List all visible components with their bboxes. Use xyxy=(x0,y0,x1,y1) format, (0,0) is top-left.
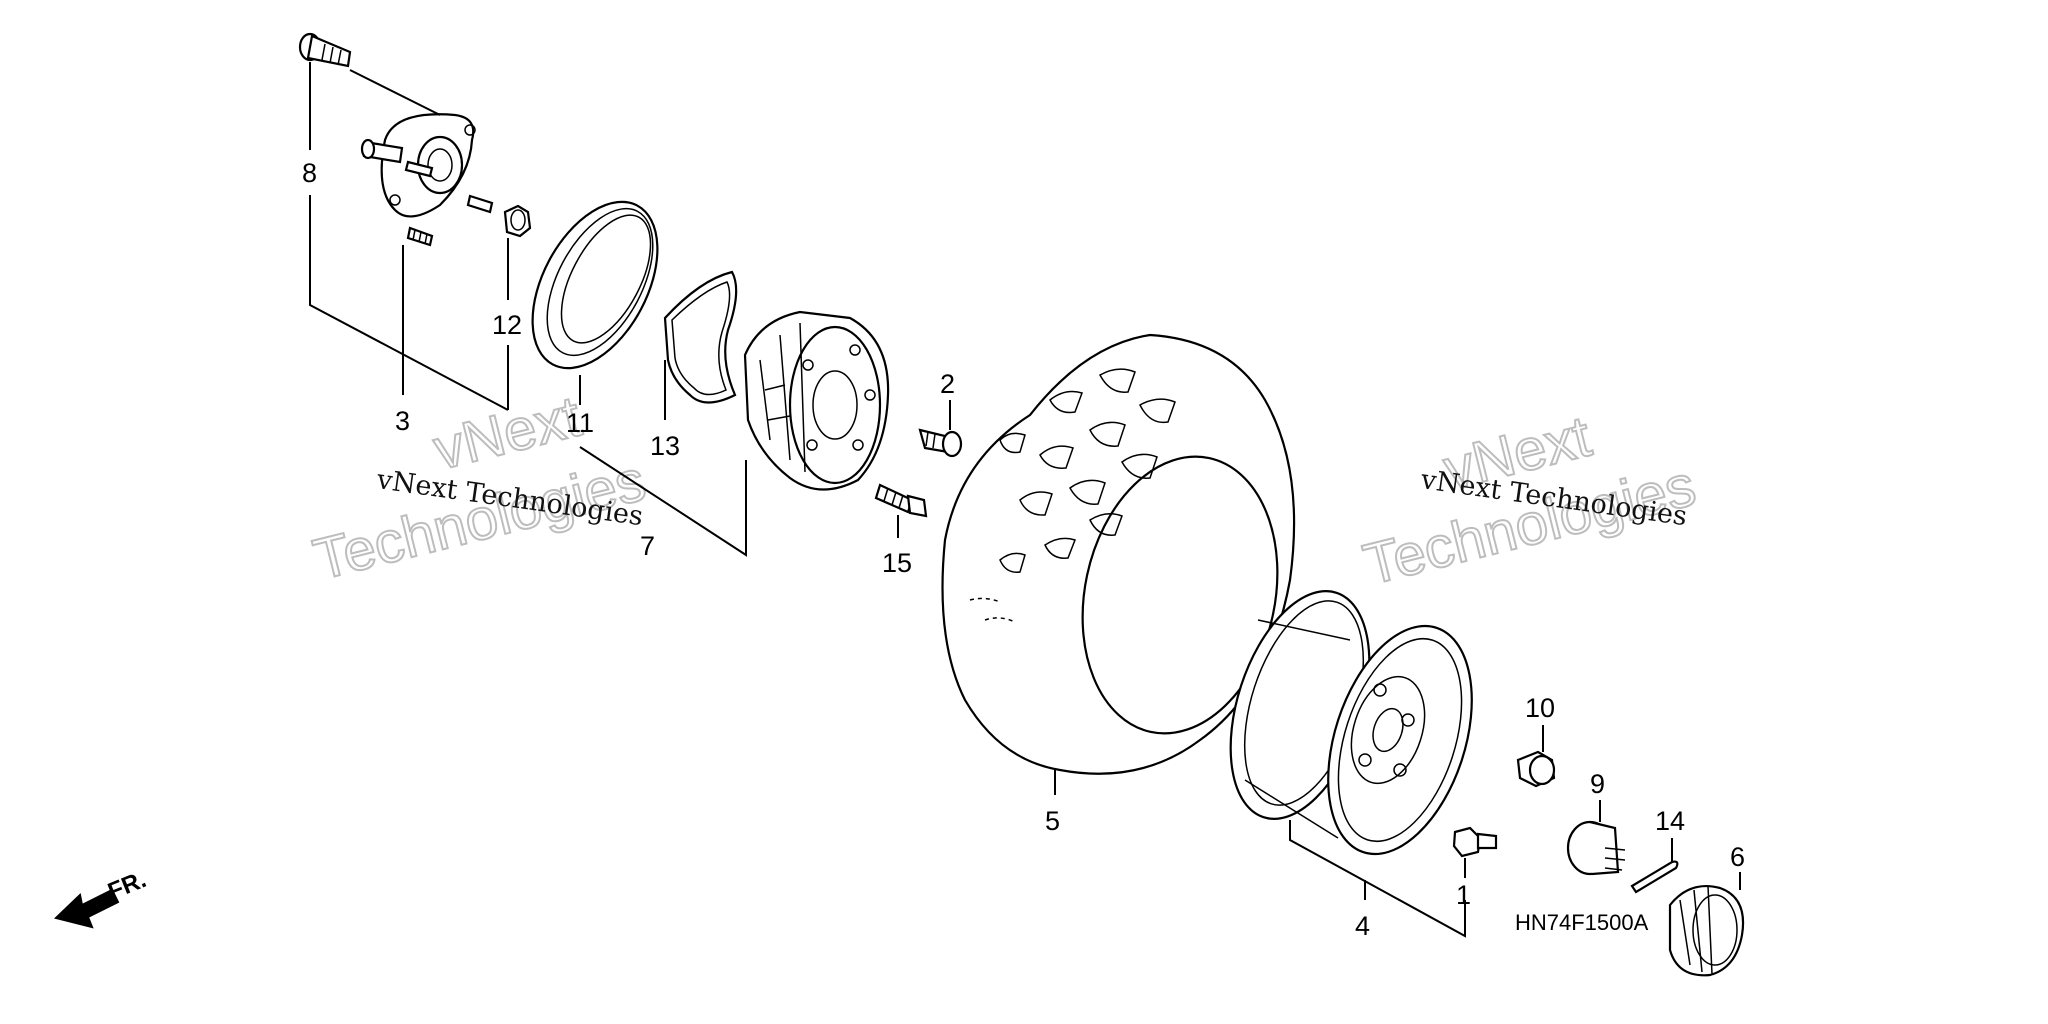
callout-14: 14 xyxy=(1655,806,1685,836)
callout-4: 4 xyxy=(1355,911,1370,941)
part-13-gasket xyxy=(663,270,738,404)
callout-5: 5 xyxy=(1045,806,1060,836)
callout-6: 6 xyxy=(1730,842,1745,872)
part-5-tire xyxy=(941,333,1296,775)
part-6-hub-cap xyxy=(1668,884,1745,977)
part-3-wheel-hub xyxy=(360,113,494,247)
part-10-lug-nut xyxy=(1516,750,1556,788)
callout-7: 7 xyxy=(640,531,655,561)
diagram-code: HN74F1500A xyxy=(1515,910,1649,935)
callout-1: 1 xyxy=(1456,880,1471,910)
watermark-right: vNext Technologies vNext Technologies xyxy=(1356,403,1702,599)
front-arrow-icon xyxy=(54,888,120,929)
callout-9: 9 xyxy=(1590,769,1605,799)
callout-2: 2 xyxy=(940,369,955,399)
front-direction-indicator: FR. xyxy=(54,866,150,929)
part-11-seal xyxy=(531,200,659,370)
callout-13: 13 xyxy=(650,431,680,461)
callout-labels: 8 12 3 11 13 7 2 15 5 10 9 14 6 1 4 xyxy=(302,158,1745,941)
part-2-bolt xyxy=(918,428,963,458)
callout-15: 15 xyxy=(882,548,912,578)
part-7-brake-drum xyxy=(743,310,890,491)
callout-8: 8 xyxy=(302,158,317,188)
watermark-left: vNext Technologies vNext Technologies xyxy=(306,383,652,594)
callout-12: 12 xyxy=(492,310,522,340)
callout-11: 11 xyxy=(566,408,594,438)
callout-10: 10 xyxy=(1525,693,1555,723)
part-14-cotter-pin xyxy=(1630,860,1679,894)
part-9-castle-nut xyxy=(1566,820,1626,876)
part-8-bolt xyxy=(298,32,352,68)
part-12-nut xyxy=(503,204,532,238)
front-direction-label: FR. xyxy=(104,866,150,906)
part-15-bolt xyxy=(874,483,928,518)
callout-3: 3 xyxy=(395,406,410,436)
part-1-valve xyxy=(1452,826,1498,858)
leader-lines xyxy=(309,62,1741,938)
part-4-rim xyxy=(1229,590,1473,856)
